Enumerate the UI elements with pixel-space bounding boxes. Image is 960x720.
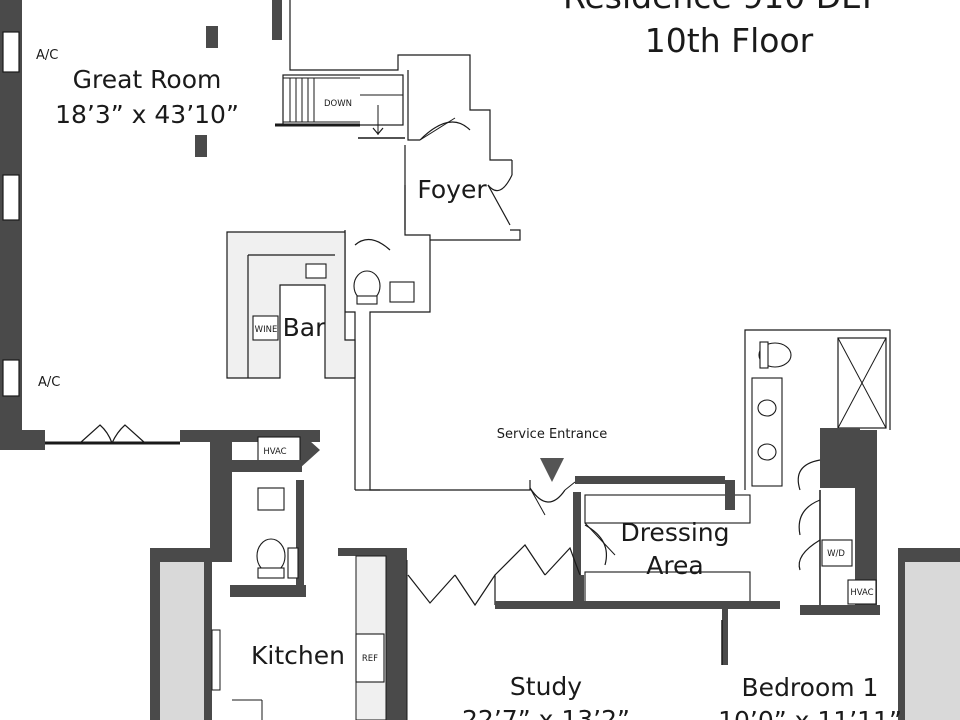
ac-label-bottom: A/C: [38, 375, 60, 390]
ac-label-top: A/C: [36, 48, 58, 63]
ref-label: REF: [362, 654, 378, 664]
west-wall: [0, 0, 45, 450]
foyer-label: Foyer: [417, 175, 487, 204]
dressing-label-2: Area: [646, 551, 704, 580]
stair-foyer-walls: [289, 0, 521, 491]
kitchen-label: Kitchen: [251, 641, 345, 670]
wine-label: WINE: [255, 325, 278, 335]
stair: [275, 74, 405, 139]
foyer-doors: [419, 117, 513, 226]
down-label: DOWN: [324, 99, 352, 109]
bedroom1-size: 10’0” x 11’11”: [718, 706, 902, 720]
dressing-label: Dressing: [620, 518, 729, 547]
column: [206, 26, 218, 48]
master-bath: [744, 329, 891, 536]
hvac-right-label: HVAC: [850, 588, 873, 598]
study-label: Study: [510, 672, 582, 701]
hvac-left-label: HVAC: [263, 447, 286, 457]
study-size: 22’7” x 13’2”: [462, 705, 630, 720]
bar-counter: [226, 231, 356, 379]
great-room-label: Great Room: [73, 65, 222, 94]
wd-label: W/D: [827, 549, 845, 559]
great-room-size: 18’3” x 43’10”: [55, 100, 239, 129]
top-wall: [272, 0, 282, 40]
bar-label: Bar: [283, 313, 326, 342]
utility-left: [230, 436, 306, 597]
service-entrance-label: Service Entrance: [497, 427, 607, 442]
lower-exterior: [150, 548, 960, 720]
study-doors: [406, 544, 728, 720]
column: [195, 135, 207, 157]
floor-title: 10th Floor: [645, 21, 814, 60]
service-corridor: [355, 458, 725, 516]
powder-room: [353, 239, 415, 305]
residence-title: Residence 910 DEF: [563, 0, 881, 16]
kitchen: [338, 548, 407, 720]
closets-right: [798, 430, 880, 615]
bedroom1-label: Bedroom 1: [742, 673, 879, 702]
great-room-south: [45, 424, 320, 562]
